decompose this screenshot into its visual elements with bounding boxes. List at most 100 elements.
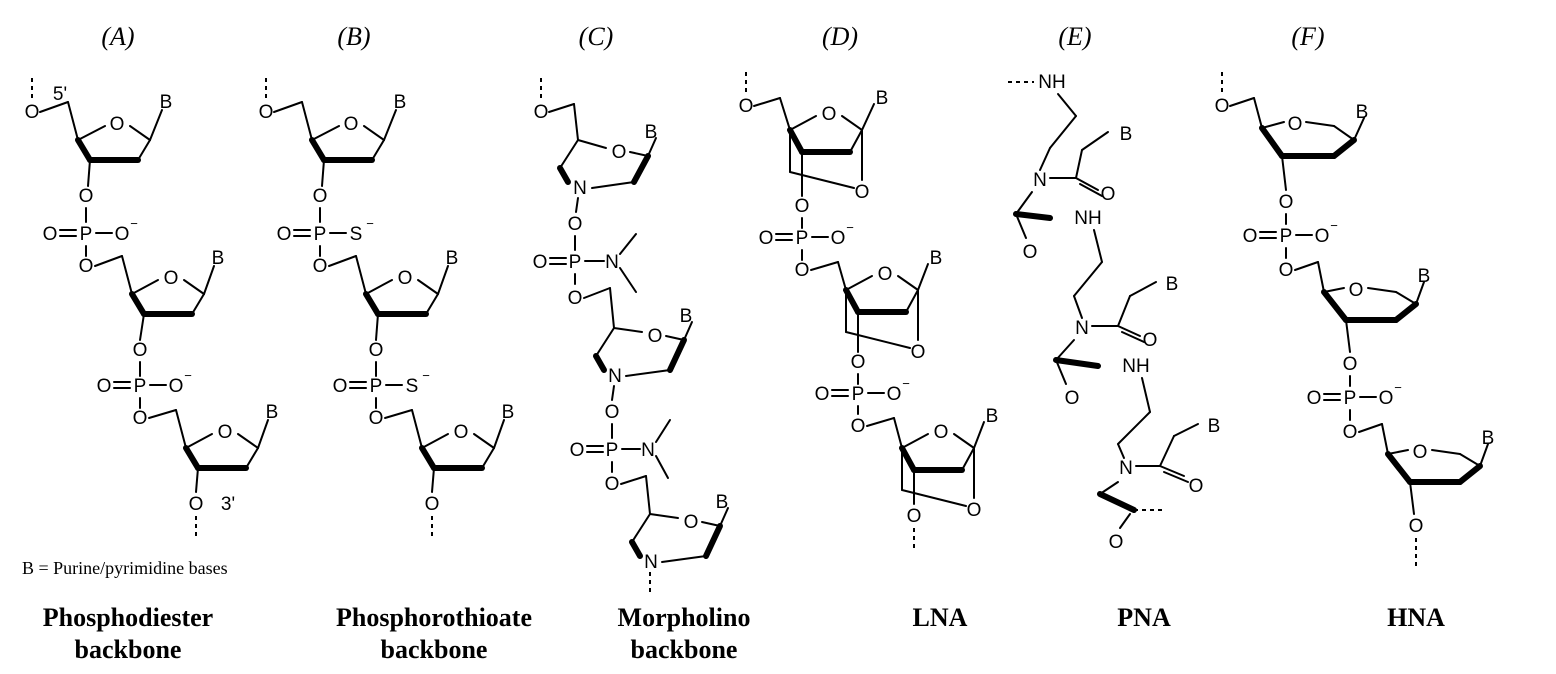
svg-text:O: O [648,326,663,347]
svg-text:O: O [605,402,620,423]
svg-text:−: − [366,216,374,231]
svg-text:O: O [1109,532,1124,553]
svg-text:P: P [796,228,809,249]
panel-label-b: (B) [337,22,370,51]
svg-text:O: O [934,422,949,443]
svg-text:O: O [851,416,866,437]
svg-text:O: O [795,196,810,217]
svg-text:N: N [1075,318,1089,339]
panel-label-e: (E) [1058,22,1091,51]
svg-text:B: B [1482,428,1495,449]
svg-text:O: O [43,224,58,245]
svg-text:O: O [887,384,902,405]
svg-text:B: B [212,248,225,269]
svg-text:−: − [184,368,192,383]
svg-text:O: O [1413,442,1428,463]
svg-text:N: N [1119,458,1133,479]
svg-text:O: O [79,256,94,277]
structure-hna: O O B O P O O − O O B [1215,72,1495,566]
svg-text:O: O [739,96,754,117]
svg-text:O: O [1215,96,1230,117]
svg-text:P: P [852,384,865,405]
svg-text:−: − [422,368,430,383]
svg-text:P: P [1344,388,1357,409]
svg-text:O: O [1315,226,1330,247]
svg-text:O: O [795,260,810,281]
svg-text:O: O [454,422,469,443]
svg-text:3': 3' [221,494,235,515]
svg-text:NH: NH [1074,208,1101,229]
svg-text:O: O [164,268,179,289]
svg-text:O: O [815,384,830,405]
title-phosphodiester-line2: backbone [75,635,182,664]
svg-text:O: O [1023,242,1038,263]
svg-text:O: O [1189,476,1204,497]
svg-text:B: B [446,248,459,269]
svg-text:P: P [134,376,147,397]
svg-text:O: O [911,342,926,363]
svg-text:O: O [878,264,893,285]
svg-text:O: O [25,102,40,123]
svg-text:O: O [313,186,328,207]
svg-text:O: O [425,494,440,515]
svg-text:NH: NH [1122,356,1149,377]
svg-text:O: O [313,256,328,277]
svg-text:O: O [1379,388,1394,409]
title-phosphodiester-line1: Phosphodiester [43,603,213,632]
panel-label-d: (D) [822,22,858,51]
svg-text:O: O [967,500,982,521]
svg-text:O: O [344,114,359,135]
svg-text:O: O [1343,422,1358,443]
svg-text:O: O [1065,388,1080,409]
svg-text:O: O [277,224,292,245]
svg-text:O: O [97,376,112,397]
svg-text:S: S [350,224,363,245]
svg-text:S: S [406,376,419,397]
svg-text:5': 5' [53,84,67,105]
svg-text:−: − [1394,380,1402,395]
svg-text:B: B [266,402,279,423]
svg-text:O: O [1243,226,1258,247]
svg-text:O: O [1349,280,1364,301]
svg-text:O: O [855,182,870,203]
svg-text:O: O [684,512,699,533]
svg-text:O: O [259,102,274,123]
svg-text:O: O [398,268,413,289]
svg-text:O: O [533,252,548,273]
svg-text:O: O [822,104,837,125]
base-legend-note: B = Purine/pyrimidine bases [22,558,228,578]
svg-text:P: P [80,224,93,245]
svg-text:B: B [930,248,943,269]
svg-text:B: B [160,92,173,113]
structure-pna: NH N B O O NH N B O O NH N [1008,72,1220,553]
panel-label-c: (C) [579,22,614,51]
svg-text:−: − [130,216,138,231]
title-morpholino-line1: Morpholino [618,603,751,632]
svg-text:P: P [1280,226,1293,247]
svg-text:P: P [314,224,327,245]
svg-text:B: B [645,122,658,143]
svg-text:O: O [568,288,583,309]
svg-text:O: O [1101,184,1116,205]
svg-text:N: N [573,178,587,199]
structure-lna: O O O B O P O O − O [739,72,999,550]
svg-text:O: O [612,142,627,163]
svg-text:N: N [644,552,658,573]
svg-text:N: N [1033,170,1047,191]
structure-phosphorothioate: O O B O P O S − O O B O P O [259,78,515,540]
svg-text:B: B [502,402,515,423]
svg-text:O: O [133,408,148,429]
svg-text:P: P [370,376,383,397]
svg-text:O: O [369,340,384,361]
svg-text:O: O [907,506,922,527]
svg-text:B: B [1166,274,1179,295]
structure-phosphodiester: O 5' O B O P O O − O O B [25,78,279,540]
svg-text:O: O [534,102,549,123]
svg-text:O: O [1279,260,1294,281]
svg-text:−: − [846,220,854,235]
svg-text:N: N [608,366,622,387]
svg-text:O: O [1409,516,1424,537]
svg-text:B: B [986,406,999,427]
svg-text:O: O [110,114,125,135]
